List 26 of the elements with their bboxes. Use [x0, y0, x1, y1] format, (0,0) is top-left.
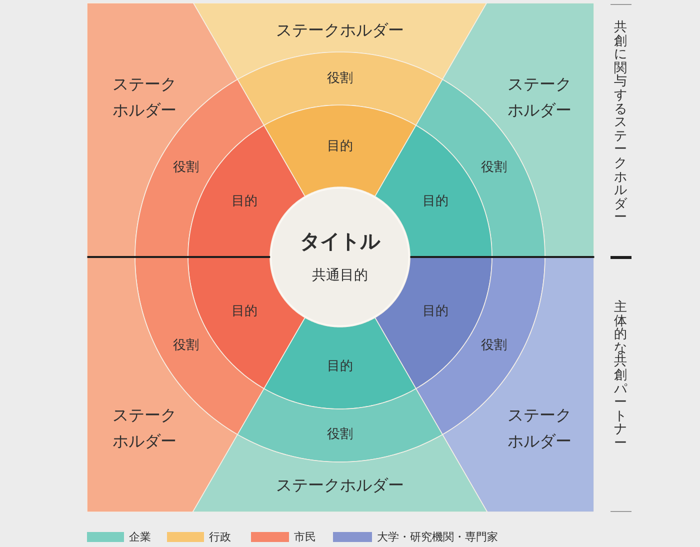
side-label: 主体的な共創パートナー — [614, 301, 627, 451]
purpose-label: 目的 — [327, 359, 353, 375]
legend-label: 企業 — [129, 530, 151, 544]
role-label: 役割 — [327, 427, 353, 443]
stakeholder-label: ステークホルダー — [508, 73, 572, 121]
stakeholder-label: ステークホルダー — [276, 20, 404, 40]
purpose-label: 目的 — [422, 194, 448, 210]
role-label: 役割 — [172, 160, 199, 176]
purpose-label: 目的 — [422, 304, 448, 320]
legend-label: 市民 — [294, 530, 316, 544]
role-label: 役割 — [327, 71, 353, 87]
role-label: 役割 — [172, 338, 199, 354]
legend-label: 行政 — [209, 530, 231, 544]
purpose-label: 目的 — [232, 304, 258, 320]
stakeholder-label: ステークホルダー — [112, 73, 178, 121]
legend-label: 大学・研究機関・専門家 — [377, 530, 498, 544]
stakeholder-label: ステークホルダー — [508, 404, 572, 452]
subtitle-text: 共通目的 — [312, 268, 368, 284]
side-label: 共創に関与するステークホルダー — [614, 21, 627, 225]
purpose-label: 目的 — [232, 194, 258, 210]
stakeholder-label: ステークホルダー — [276, 475, 404, 495]
purpose-label: 目的 — [327, 139, 353, 155]
role-label: 役割 — [481, 338, 508, 354]
title-text: タイトル — [300, 229, 380, 253]
stakeholder-label: ステークホルダー — [112, 404, 178, 452]
role-label: 役割 — [481, 160, 508, 176]
